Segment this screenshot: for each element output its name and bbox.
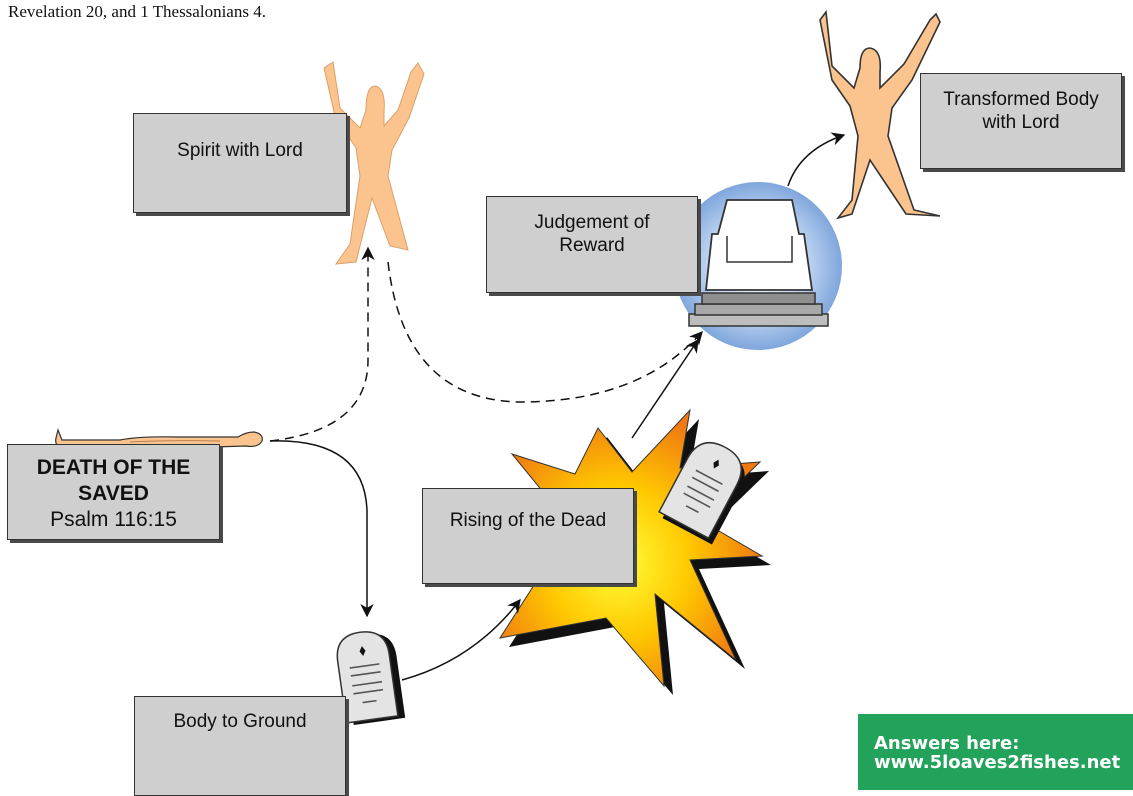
body-to-ground-box: Body to Ground — [134, 696, 346, 796]
transformed-figure-icon — [819, 9, 941, 220]
transformed-label-line1: Transformed Body — [943, 89, 1099, 110]
spirit-figure-icon — [323, 61, 425, 265]
tombstone-ground-icon — [336, 631, 406, 726]
dashed-arrow-to-spirit — [269, 246, 375, 442]
body-label: Body to Ground — [173, 711, 307, 732]
tombstone-rising-icon — [658, 441, 745, 545]
death-title-line1: DEATH OF THE — [36, 456, 191, 479]
rising-of-dead-box: Rising of the Dead — [422, 488, 634, 584]
rising-label: Rising of the Dead — [449, 510, 607, 531]
throne-icon — [674, 182, 842, 350]
judgement-box: Judgement of Reward — [486, 196, 698, 293]
arrow-judgement-to-transformed — [787, 132, 846, 187]
death-title-line2: SAVED — [78, 482, 149, 505]
death-of-saved-box: DEATH OF THE SAVED Psalm 116:15 — [7, 444, 220, 540]
arrow-to-ground — [269, 440, 374, 618]
answers-line1: Answers here: — [874, 733, 1020, 754]
judgement-label-line1: Judgement of — [534, 212, 650, 233]
arrow-rising-to-judgement — [631, 338, 699, 439]
transformed-label-line2: with Lord — [982, 112, 1060, 133]
answers-link-badge[interactable]: Answers here: www.5loaves2fishes.net — [858, 714, 1133, 790]
intro-text: Revelation 20, and 1 Thessalonians 4. — [8, 2, 266, 21]
arrow-ground-to-rising — [401, 598, 521, 681]
judgement-label-line2: Reward — [559, 235, 625, 256]
transformed-body-box: Transformed Body with Lord — [920, 73, 1122, 169]
answers-url: www.5loaves2fishes.net — [874, 752, 1121, 773]
death-scripture: Psalm 116:15 — [50, 508, 177, 531]
dashed-arrow-spirit-to-judgement — [387, 261, 703, 403]
spirit-label: Spirit with Lord — [177, 140, 303, 161]
spirit-with-lord-box: Spirit with Lord — [133, 113, 347, 213]
